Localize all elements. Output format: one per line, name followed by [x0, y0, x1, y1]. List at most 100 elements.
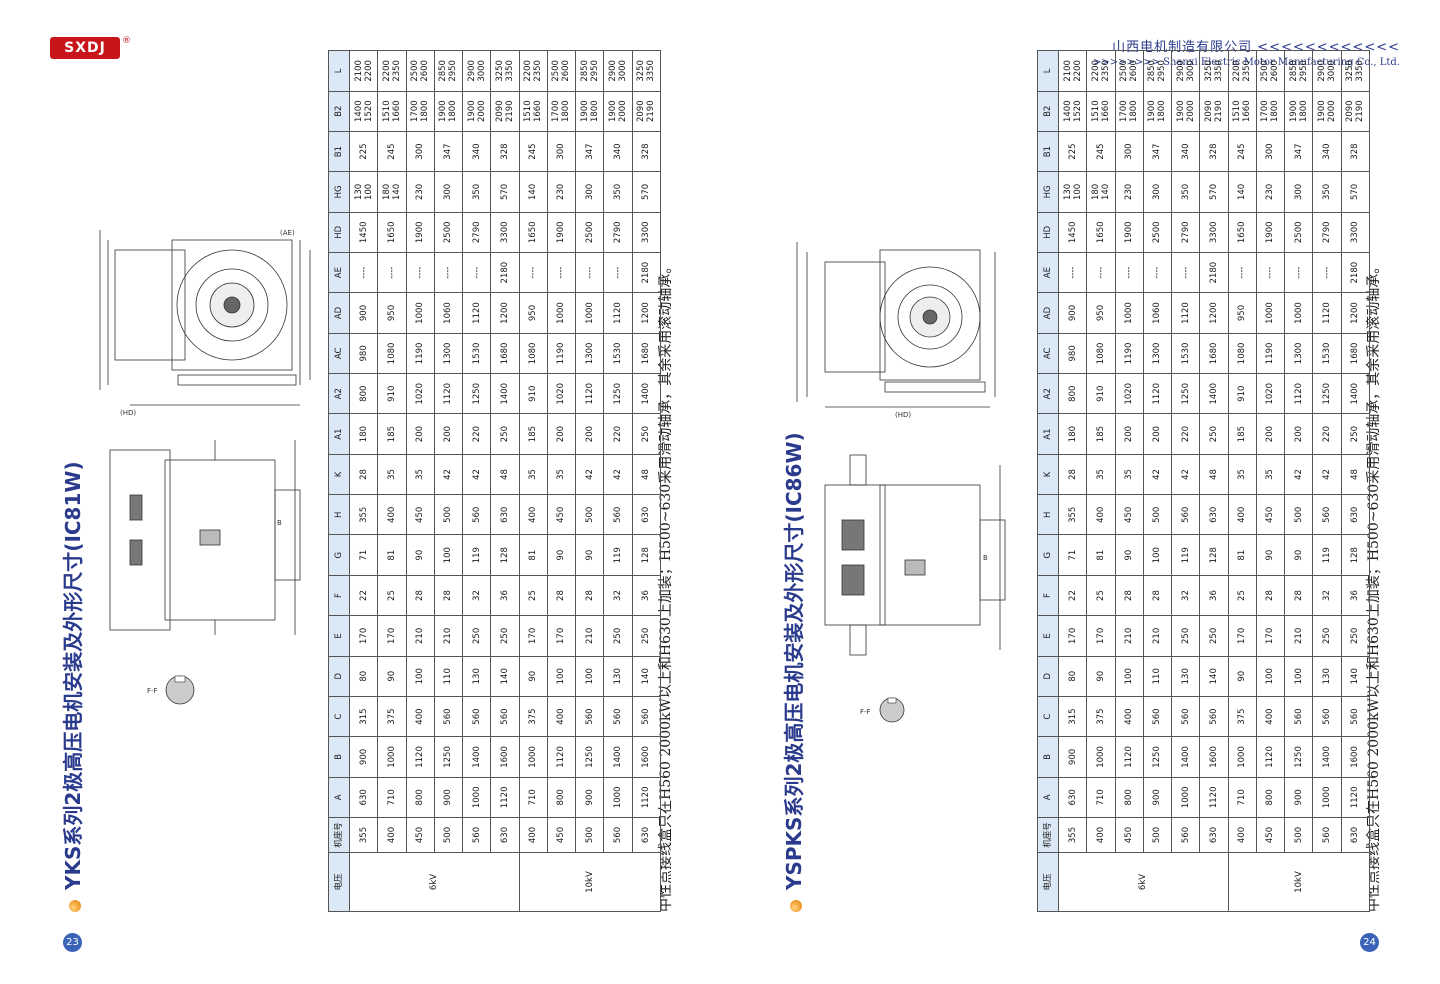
table-cell: 1530	[1171, 333, 1200, 374]
table-cell: ----	[1284, 252, 1313, 293]
company-name-en: >>>>>>>> Shanxi Electric Motor Manufactu…	[1092, 57, 1400, 68]
table-cell: 910	[377, 373, 407, 414]
table-cell: 170	[1086, 615, 1116, 657]
table-cell: 1060	[434, 292, 463, 334]
table-cell: 200	[1284, 413, 1313, 455]
column-header: C	[1037, 696, 1059, 737]
table-cell: 1650	[519, 212, 548, 253]
table-cell: ----	[519, 252, 548, 293]
label-section-right: F-F	[860, 708, 871, 716]
table-cell: 1400	[490, 373, 520, 414]
table-cell: 347	[575, 131, 604, 172]
table-cell: 630	[490, 817, 520, 853]
table-cell: 250	[1199, 413, 1229, 455]
table-cell: 500	[434, 494, 463, 535]
table-cell: 3300	[632, 212, 661, 253]
table-cell: 1000	[603, 777, 633, 818]
table-cell: 500	[1284, 817, 1313, 853]
column-header: C	[328, 696, 350, 737]
table-cell: 1530	[462, 333, 491, 374]
voltage-cell: 6kV	[349, 852, 520, 912]
table-cell: 1020	[406, 373, 435, 414]
table-cell: 1120	[547, 736, 576, 778]
table-cell: 400	[519, 494, 548, 535]
table-cell: 170	[1228, 615, 1257, 657]
side-view-drawing-right: B	[824, 454, 1006, 656]
table-cell: 128	[490, 534, 520, 576]
column-header: 电压	[1037, 852, 1059, 912]
column-header: E	[328, 615, 350, 657]
table-cell: 450	[406, 817, 435, 853]
table-cell: 900	[1284, 777, 1313, 818]
table-cell: 1190	[547, 333, 576, 374]
table-cell: 400	[547, 696, 576, 737]
column-header: K	[1037, 454, 1059, 495]
table-cell: ----	[575, 252, 604, 293]
table-cell: 100	[1284, 656, 1313, 697]
table-cell: 630	[1341, 817, 1370, 853]
table-cell: ----	[1312, 252, 1342, 293]
table-cell: 900	[1058, 736, 1087, 778]
table-cell: 180	[349, 413, 378, 455]
table-cell: 570	[490, 171, 520, 213]
table-cell: 1300	[434, 333, 463, 374]
table-cell: 3300	[1341, 212, 1370, 253]
column-header: 机座号	[1037, 817, 1059, 853]
table-cell: 225	[349, 131, 378, 172]
table-cell: 81	[1086, 534, 1116, 576]
table-cell: 400	[1115, 696, 1144, 737]
table-cell: 1120	[1312, 292, 1342, 334]
table-cell: 140	[1199, 656, 1229, 697]
table-cell: 1200	[1199, 292, 1229, 334]
table-cell: 1080	[519, 333, 548, 374]
table-cell: 1450	[349, 212, 378, 253]
table-cell: 28	[1143, 575, 1172, 616]
table-cell: 1120	[1115, 736, 1144, 778]
table-cell: 250	[632, 615, 661, 657]
column-header: D	[1037, 656, 1059, 697]
table-cell: 710	[1086, 777, 1116, 818]
table-cell: 250	[462, 615, 491, 657]
table-cell: 170	[547, 615, 576, 657]
table-cell: 36	[632, 575, 661, 616]
table-cell: 170	[1256, 615, 1285, 657]
column-header: K	[328, 454, 350, 495]
table-cell: 630	[632, 494, 661, 535]
company-logo: SXDJ	[50, 37, 120, 59]
table-cell: 1200	[632, 292, 661, 334]
table-cell: 245	[1086, 131, 1116, 172]
table-cell: 500	[1143, 494, 1172, 535]
table-cell: 119	[462, 534, 491, 576]
table-cell: 35	[406, 454, 435, 495]
table-cell: 910	[1228, 373, 1257, 414]
table-cell: 1530	[603, 333, 633, 374]
table-cell: 1680	[1199, 333, 1229, 374]
table-cell: 25	[1228, 575, 1257, 616]
label-section: F-F	[147, 687, 158, 695]
column-header: B2	[328, 91, 350, 132]
table-cell: 355	[349, 817, 378, 853]
table-cell: 315	[1058, 696, 1087, 737]
table-cell: 350	[603, 171, 633, 213]
table-cell: 2790	[1312, 212, 1342, 253]
table-cell: 3300	[490, 212, 520, 253]
table-cell: 400	[1256, 696, 1285, 737]
table-cell: ----	[1171, 252, 1200, 293]
voltage-cell: 10kV	[1228, 852, 1370, 912]
table-cell: 1190	[1115, 333, 1144, 374]
table-cell: 48	[1341, 454, 1370, 495]
